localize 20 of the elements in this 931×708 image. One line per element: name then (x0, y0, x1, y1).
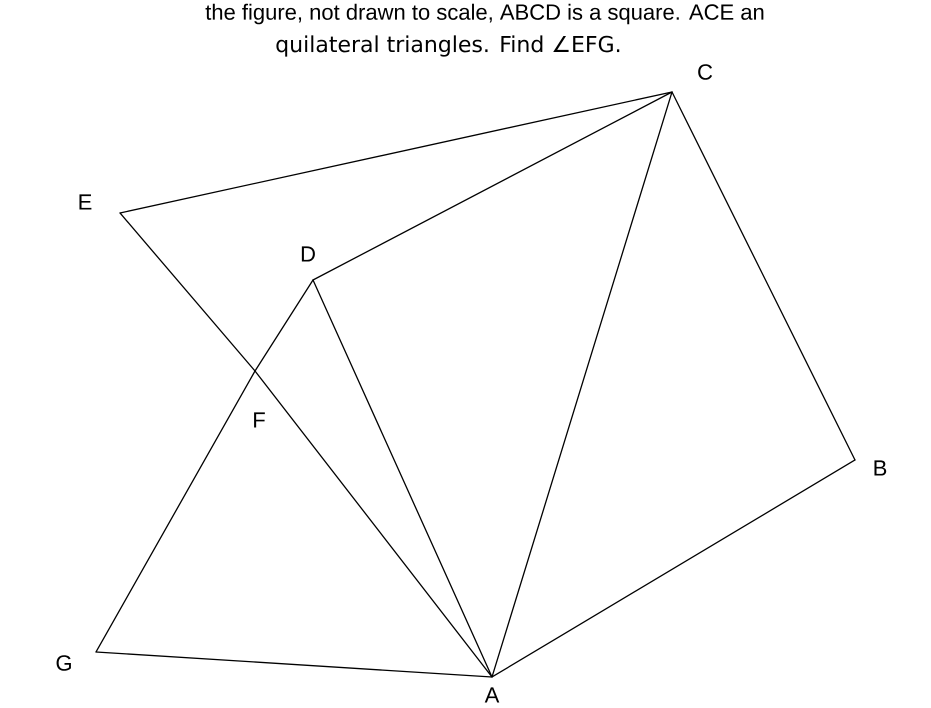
line-segment (671, 91, 856, 461)
line-segment (119, 91, 673, 214)
point-label: A (484, 687, 500, 703)
line-segment (254, 370, 493, 678)
point-label: E (79, 194, 92, 210)
line-segment (119, 212, 256, 372)
point-label: C (698, 64, 712, 80)
point-label: D (302, 246, 315, 262)
line-segment (491, 91, 673, 678)
line-segment (312, 91, 673, 281)
problem-text: the figure, not drawn to scale, ABCD is a square. ACE an (206, 4, 764, 24)
point-label: B (874, 460, 886, 476)
line-segment (312, 279, 493, 678)
line-segment (254, 279, 314, 372)
line-segment (491, 459, 856, 678)
point-label: F (254, 412, 265, 428)
line-segment (95, 651, 493, 678)
point-label: G (56, 655, 71, 671)
problem-text: quilateral triangles. Find ∠EFG. (276, 35, 620, 57)
line-segment (95, 370, 256, 653)
